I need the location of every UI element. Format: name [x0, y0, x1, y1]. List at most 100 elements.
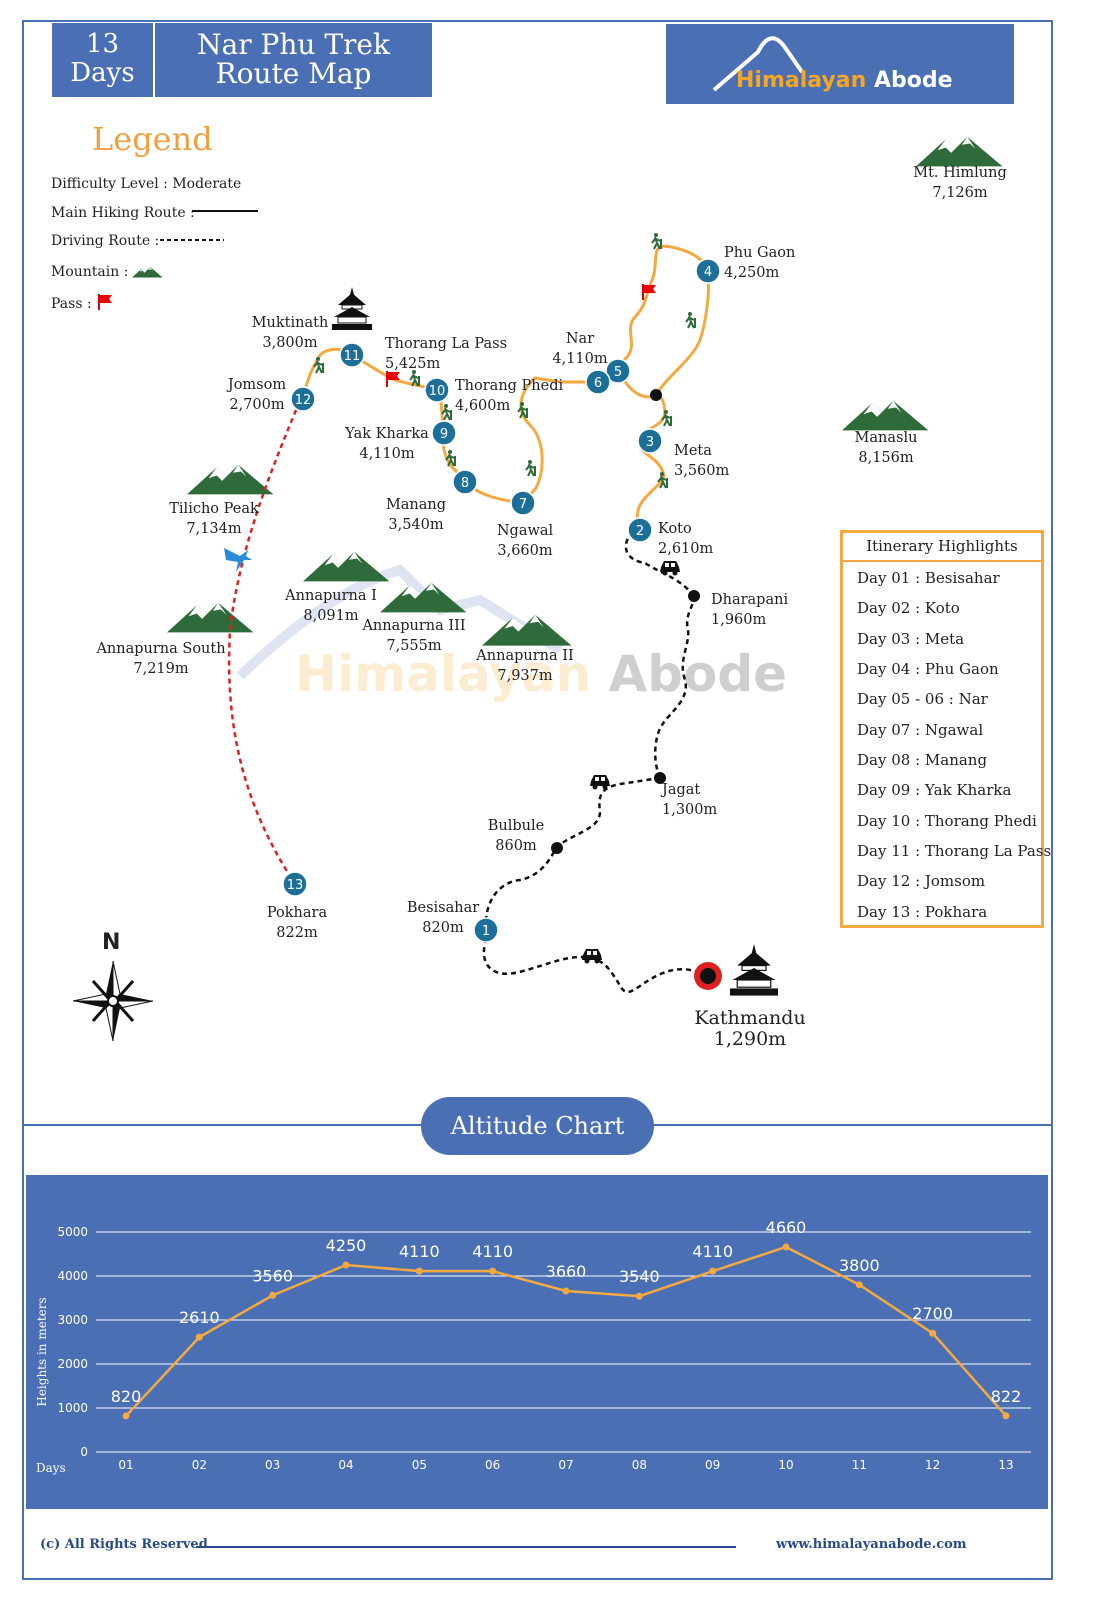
altitude-point: [635, 1292, 643, 1300]
logo-mountain-icon: [712, 36, 804, 92]
hiker-icon: [657, 471, 668, 489]
x-tick-label: 11: [852, 1458, 867, 1472]
days-badge: 13 Days: [52, 23, 153, 97]
car-icon: [590, 775, 610, 790]
watermark-mountain-icon: [236, 564, 563, 680]
altitude-point: [1002, 1412, 1010, 1420]
waypoint-dot: [654, 772, 666, 784]
itinerary-item: Day 12 : Jomsom: [857, 872, 986, 890]
stop-number: 1: [482, 924, 490, 939]
hiker-icon: [525, 459, 536, 477]
x-tick-label: 12: [925, 1458, 940, 1472]
footer-rule: [196, 1546, 736, 1548]
y-tick-label: 3000: [57, 1313, 88, 1327]
legend-title: Legend: [92, 120, 213, 158]
itinerary-item: Day 11 : Thorang La Pass: [857, 842, 1052, 860]
y-axis-label: Heights in meters: [35, 1297, 49, 1406]
altitude-point: [415, 1267, 423, 1275]
altitude-point: [709, 1267, 717, 1275]
altitude-point: [269, 1291, 277, 1299]
brand-logo: Himalayan Abode: [666, 24, 1014, 104]
logo-text: Himalayan Abode: [736, 68, 953, 93]
logo-word-1: Himalayan: [736, 68, 867, 93]
plane-icon: [224, 548, 252, 572]
days-word: Days: [70, 58, 135, 88]
altitude-data-label: 3560: [252, 1266, 293, 1285]
stop-marker-12: [290, 386, 316, 412]
altitude-data-label: 4250: [326, 1236, 367, 1255]
y-tick-label: 5000: [57, 1225, 88, 1239]
itinerary-item: Day 13 : Pokhara: [857, 903, 988, 921]
legend-pass: Pass :: [51, 296, 92, 312]
stop-number: 7: [519, 497, 527, 512]
y-tick-label: 2000: [57, 1357, 88, 1371]
altitude-point: [489, 1267, 497, 1275]
watermark-word-1: Himalayan: [295, 645, 592, 703]
altitude-point: [342, 1261, 350, 1269]
compass-icon: [72, 960, 154, 1042]
x-tick-label: 05: [412, 1458, 427, 1472]
x-tick-label: 04: [338, 1458, 353, 1472]
waypoint-dot: [551, 842, 563, 854]
stop-marker-7: [510, 490, 536, 516]
flight-route-path: [227, 409, 298, 885]
stop-marker-4: [695, 258, 721, 284]
altitude-point: [122, 1412, 130, 1420]
mountain-icon-tilicho: [187, 464, 274, 495]
itinerary-item: Day 08 : Manang: [857, 751, 988, 769]
mountain-icon-himlung: [916, 136, 1003, 167]
car-icon: [660, 561, 680, 576]
itinerary-item: Day 10 : Thorang Phedi: [857, 812, 1037, 830]
legend-pass-flag-icon: [98, 293, 113, 311]
car-icon: [582, 949, 602, 964]
watermark: Himalayan Abode: [295, 645, 787, 703]
altitude-data-label: 820: [111, 1387, 142, 1406]
altitude-data-label: 4110: [399, 1242, 440, 1261]
chart-title: Altitude Chart: [421, 1097, 654, 1155]
altitude-point: [855, 1281, 863, 1289]
itinerary-title: Itinerary Highlights: [843, 533, 1041, 562]
y-tick-label: 0: [80, 1445, 88, 1459]
itinerary-panel: Itinerary Highlights Day 01 : Besisahar …: [840, 530, 1051, 928]
legend-mountain-icon: [132, 266, 163, 278]
stop-marker-1: [473, 917, 499, 943]
itinerary-item: Day 02 : Koto: [857, 599, 960, 617]
altitude-data-label: 3660: [546, 1262, 587, 1281]
mountain-icon-manaslu: [842, 400, 929, 431]
map-title: Nar Phu Trek Route Map: [155, 23, 432, 97]
x-tick-label: 02: [192, 1458, 207, 1472]
stop-marker-2: [627, 517, 653, 543]
stop-number: 6: [594, 376, 602, 391]
mountain-icon-annapurna-2: [482, 614, 572, 646]
stop-marker-9: [431, 420, 457, 446]
footer-website[interactable]: www.himalayanabode.com: [776, 1537, 967, 1552]
x-tick-label: 08: [632, 1458, 647, 1472]
kathmandu-temple-icon: [729, 943, 779, 997]
legend-main-route: Main Hiking Route :: [51, 205, 195, 221]
driving-route-path: [482, 534, 709, 994]
hiker-icon: [685, 311, 696, 329]
altitude-data-label: 3800: [839, 1256, 880, 1275]
stop-number: 10: [429, 384, 446, 399]
mountain-icon-annapurna-1: [303, 551, 390, 582]
footer-copyright: (c) All Rights Reserved: [40, 1537, 208, 1552]
itinerary-item: Day 03 : Meta: [857, 630, 965, 648]
